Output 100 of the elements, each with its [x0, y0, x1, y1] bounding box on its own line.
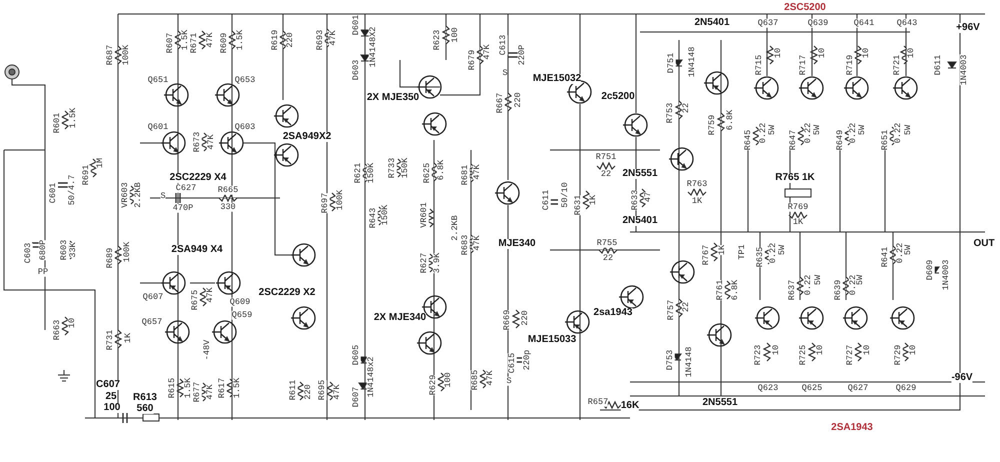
value-label: 22 [600, 170, 612, 178]
value-label: -48V [202, 340, 212, 360]
component-label: R609 [220, 32, 228, 54]
value-label: 47K [486, 370, 494, 386]
value-label: 5W [904, 124, 912, 136]
part-number: 2SA1943 [831, 423, 873, 433]
component-label: R685 [470, 370, 480, 390]
value-label: 0.22 [848, 274, 858, 296]
component-label: R633 [630, 190, 640, 210]
value-label: 150K [366, 162, 376, 184]
component-label: Q643 [896, 18, 918, 28]
value-label: 1N4148X2 [368, 26, 378, 68]
component-label: R671 [190, 32, 198, 54]
component-label: R695 [318, 380, 326, 400]
component-label: R727 [846, 344, 854, 366]
component-label: R617 [218, 378, 226, 398]
value-label: 0.22 [896, 242, 904, 264]
value-label: 47K [328, 30, 338, 46]
value-label: PP [38, 268, 48, 276]
component-label: D607 [352, 386, 360, 408]
component-label: R715 [754, 54, 764, 76]
value-label: 220 [520, 310, 530, 326]
value-label: 22 [682, 302, 690, 312]
value-label: 1.5K [184, 378, 192, 398]
component-label: R755 [596, 238, 618, 248]
component-label: R607 [166, 32, 174, 54]
component-label: R623 [432, 30, 442, 50]
component-label: C603 [24, 242, 32, 264]
value-label: 50/10 [560, 182, 570, 208]
component-label: R717 [798, 54, 808, 76]
value-label: 220 [514, 92, 522, 108]
value-label: 0.22 [804, 274, 812, 296]
part-number: 2N5551 [702, 398, 738, 408]
value-label: 1N4148x2 [366, 356, 376, 398]
value-label: 47K [206, 134, 216, 150]
value-label: S [506, 376, 512, 386]
component-label: Q641 [854, 18, 874, 28]
value-label: 10 [774, 48, 782, 58]
component-label: VR601 [420, 202, 428, 228]
value-label: 1N4003 [942, 260, 950, 290]
component-label: R619 [270, 30, 280, 50]
component-label: Q657 [142, 318, 162, 326]
component-label: Q659 [232, 310, 252, 320]
part-number: 560 [136, 404, 154, 414]
value-label: 2.2KB [134, 182, 142, 208]
component-label: R639 [834, 280, 842, 300]
component-label: R637 [788, 280, 796, 300]
component-label: Q651 [148, 76, 168, 84]
part-number: 2X MJE340 [374, 313, 426, 323]
value-label: 0.22 [768, 242, 778, 264]
value-label: 5W [812, 124, 822, 136]
component-label: R751 [596, 152, 616, 162]
component-label: D603 [352, 60, 360, 80]
component-label: VR603 [120, 182, 130, 208]
value-label: 0.22 [804, 122, 812, 144]
value-label: S [502, 68, 508, 78]
value-label: S [160, 192, 166, 200]
component-label: R665 [218, 186, 238, 194]
value-label: 5W [778, 244, 786, 256]
value-label: 100K [122, 44, 130, 66]
component-label: Q627 [848, 384, 868, 392]
value-label: 0.22 [894, 122, 902, 144]
component-label: R679 [468, 50, 476, 70]
component-label: R757 [666, 300, 676, 320]
component-label: R603 [60, 240, 68, 260]
component-label: D601 [352, 14, 360, 36]
component-label: R723 [754, 344, 762, 366]
part-number: 2SC5200 [784, 3, 826, 13]
value-label: 47 [644, 192, 652, 202]
component-label: R731 [106, 330, 114, 350]
part-number: MJE15032 [532, 74, 582, 84]
component-label: R645 [744, 130, 752, 150]
component-label: R651 [880, 130, 890, 150]
component-label: C601 [48, 182, 58, 204]
component-label: R697 [320, 192, 330, 214]
component-label: R689 [106, 248, 114, 268]
part-number: R765 1K [775, 173, 815, 183]
component-label: R649 [836, 130, 844, 150]
component-label: R631 [574, 194, 582, 216]
value-label: 10 [816, 344, 824, 356]
value-label: 330 [220, 202, 236, 212]
value-label: 10 [906, 48, 916, 58]
part-number: 2SA949X2 [282, 132, 332, 142]
value-label: 22 [602, 254, 614, 262]
component-label: R719 [846, 54, 854, 76]
value-label: 5W [856, 274, 864, 286]
part-number: C607 [96, 380, 120, 390]
component-label: R627 [420, 252, 428, 274]
value-label: 5W [858, 124, 866, 136]
component-label: R647 [788, 130, 798, 150]
value-label: 47K [472, 164, 482, 180]
component-label: Q629 [896, 384, 916, 392]
value-label: 1K [692, 196, 702, 206]
value-label: 1N4148 [688, 46, 696, 78]
value-label: 6.8K [436, 160, 446, 180]
component-label: D751 [666, 52, 676, 74]
value-label: 150K [400, 158, 410, 178]
value-label: 1.5K [236, 30, 244, 50]
component-label: Q637 [758, 18, 778, 28]
component-label: R615 [168, 378, 176, 398]
